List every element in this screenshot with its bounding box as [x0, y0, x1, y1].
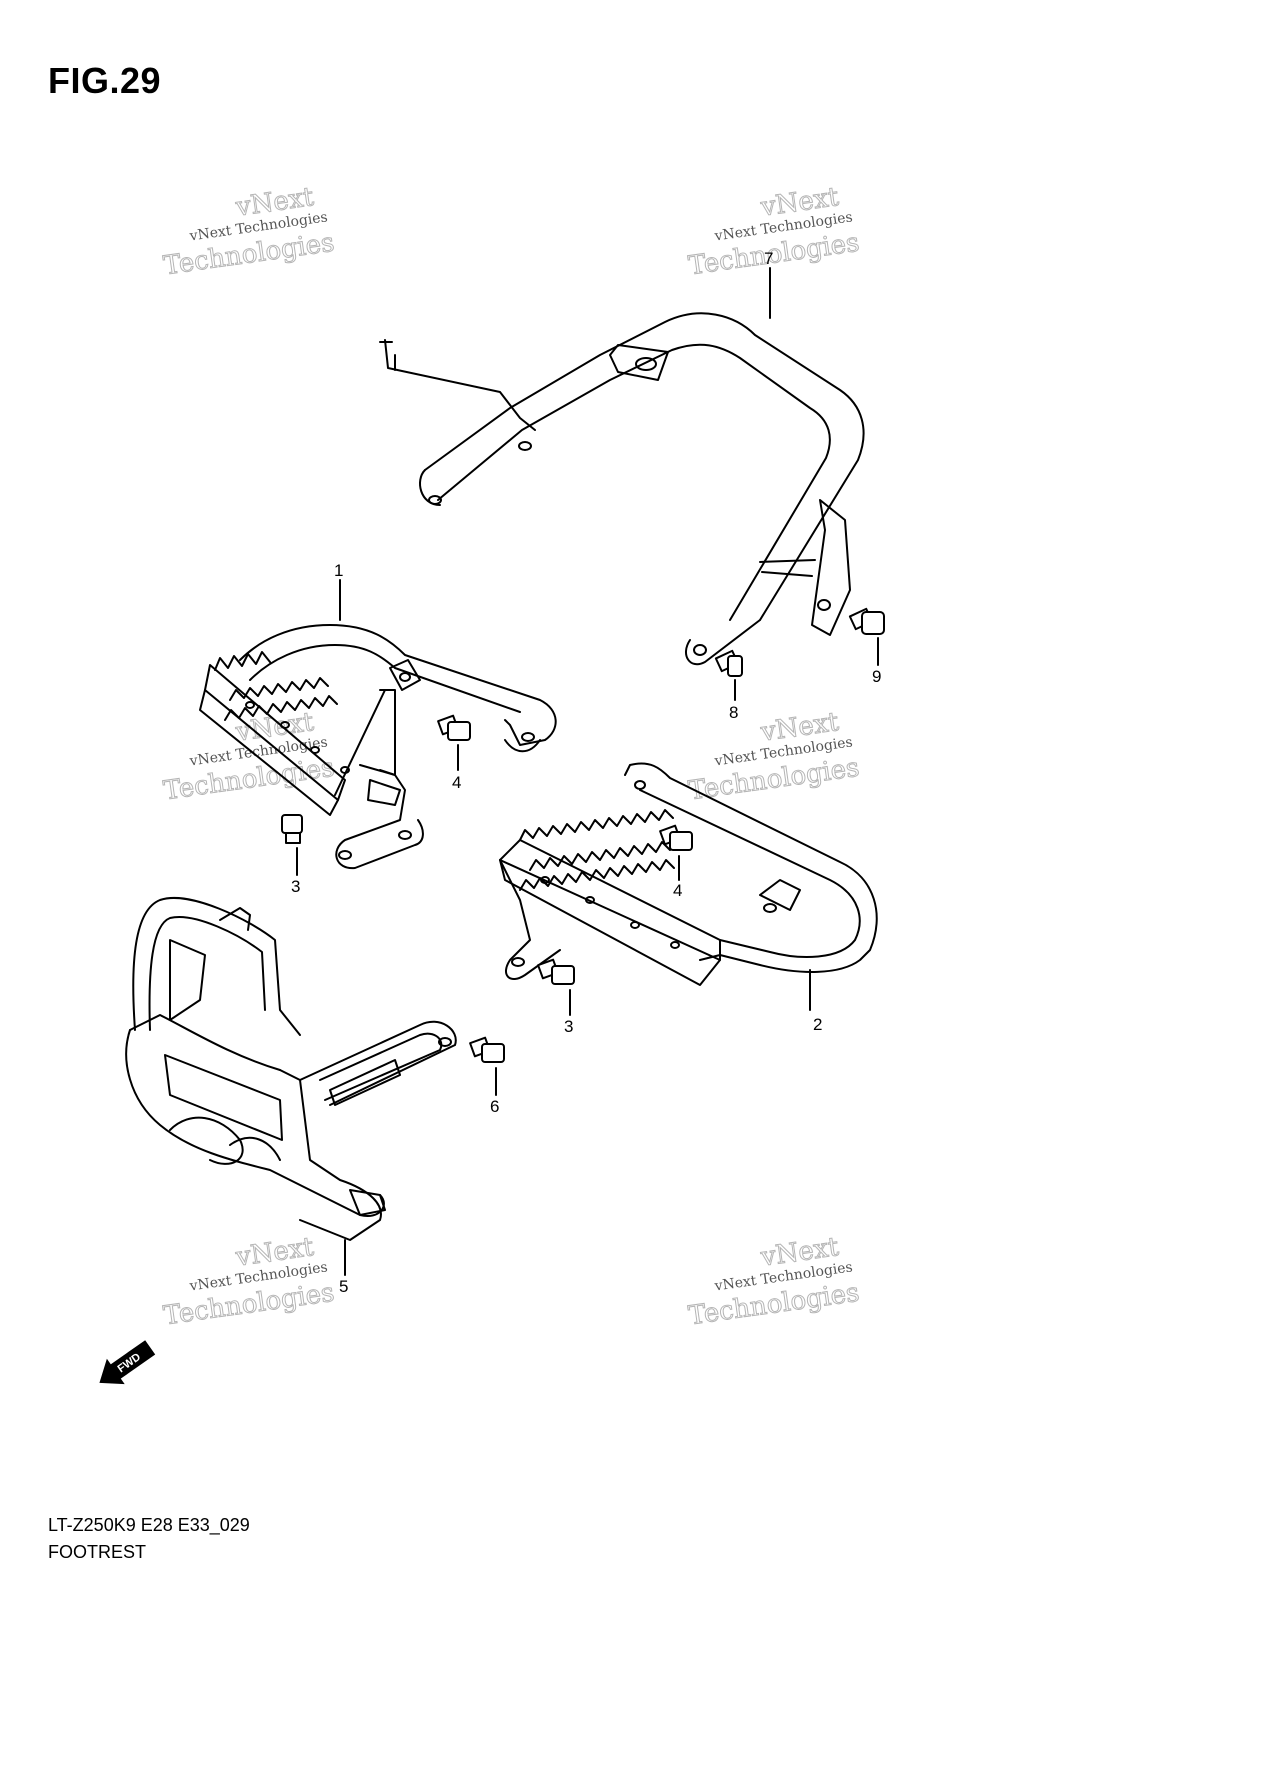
watermark-4: vNext vNext Technologies Technologies — [686, 707, 862, 807]
fwd-arrow-icon: FWD — [99, 1340, 156, 1385]
callout-4-lower: 4 — [673, 881, 682, 900]
callout-7: 7 — [764, 249, 773, 268]
callout-5: 5 — [339, 1277, 348, 1296]
watermark-5: vNext vNext Technologies Technologies — [161, 1232, 337, 1332]
leader-lines — [339, 267, 811, 1276]
callout-2: 2 — [813, 1015, 822, 1034]
bolt-8 — [714, 649, 743, 701]
part-5-front-guard — [125, 897, 457, 1241]
callout-8: 8 — [729, 703, 738, 722]
part-1-left-footrest — [199, 624, 557, 870]
callout-3-lower: 3 — [564, 1017, 573, 1036]
part-7-rear-grab-bar — [379, 312, 865, 666]
bolt-4-upper — [437, 714, 471, 771]
figure-title: FIG.29 — [48, 60, 162, 101]
bolt-3-lower — [537, 958, 575, 1016]
callout-9: 9 — [872, 667, 881, 686]
watermark-2: vNext vNext Technologies Technologies — [686, 182, 862, 282]
part-2-right-footrest — [499, 762, 878, 986]
watermark-1: vNext vNext Technologies Technologies — [161, 182, 337, 282]
bolt-6 — [469, 1036, 505, 1096]
drawing-code: LT-Z250K9 E28 E33_029 — [48, 1515, 250, 1535]
callout-1: 1 — [334, 561, 343, 580]
callout-6: 6 — [490, 1097, 499, 1116]
watermark-3: vNext vNext Technologies Technologies — [161, 707, 337, 807]
callout-3-left: 3 — [291, 877, 300, 896]
bolt-9 — [848, 607, 885, 666]
callout-4-upper: 4 — [452, 773, 461, 792]
bolt-4-lower — [659, 824, 693, 881]
watermark-6: vNext vNext Technologies Technologies — [686, 1232, 862, 1332]
drawing-caption: FOOTREST — [48, 1542, 146, 1562]
bolt-3-left — [281, 814, 303, 876]
